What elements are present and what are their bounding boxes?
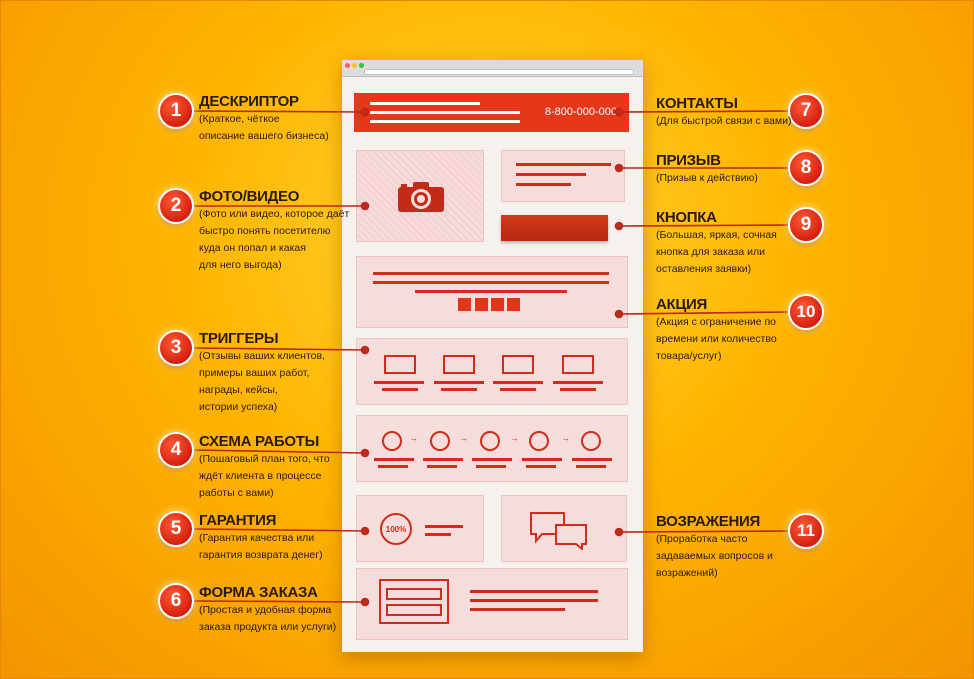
label-descriptor: ДЕСКРИПТОР (Краткое, чёткое описание ваш… xyxy=(199,93,329,144)
label-desc: работы с вами) xyxy=(199,487,274,499)
label-desc: (Гарантия качества или xyxy=(199,532,315,544)
address-bar xyxy=(364,69,634,75)
label-desc: истории успеха) xyxy=(199,401,278,413)
order-button-mock xyxy=(501,215,608,241)
label-desc: ждёт клиента в процессе xyxy=(199,470,322,482)
number-badge-9: 9 xyxy=(788,207,824,243)
label-desc: (Простая и удобная форма xyxy=(199,604,332,616)
label-title: ВОЗРАЖЕНИЯ xyxy=(656,513,760,530)
label-objections: ВОЗРАЖЕНИЯ (Проработка часто задаваемых … xyxy=(656,513,773,581)
label-title: ГАРАНТИЯ xyxy=(199,512,277,529)
camera-icon xyxy=(398,182,444,212)
minimize-dot-icon xyxy=(352,63,357,68)
label-desc: быстро понять посетителю xyxy=(199,225,331,237)
call-to-action-block xyxy=(501,150,625,202)
number-badge-2: 2 xyxy=(158,188,194,224)
close-dot-icon xyxy=(345,63,350,68)
number-badge-6: 6 xyxy=(158,583,194,619)
number-badge-5: 5 xyxy=(158,511,194,547)
label-desc: (Фото или видео, которое даёт xyxy=(199,208,350,220)
label-work-scheme: СХЕМА РАБОТЫ (Пошаговый план того, что ж… xyxy=(199,433,330,501)
label-desc: оставления заявки) xyxy=(656,263,752,275)
label-guarantee: ГАРАНТИЯ (Гарантия качества или гарантия… xyxy=(199,512,323,563)
label-contacts: КОНТАКТЫ (Для быстрой связи с вами) xyxy=(656,95,791,129)
label-desc: (Большая, яркая, сочная xyxy=(656,229,777,241)
label-title: ДЕСКРИПТОР xyxy=(199,93,299,110)
triggers-block xyxy=(356,338,628,405)
label-desc: описание вашего бизнеса) xyxy=(199,130,329,142)
label-desc: кнопка для заказа или xyxy=(656,246,765,258)
label-call-to-action: ПРИЗЫВ (Призыв к действию) xyxy=(656,152,758,186)
label-desc: возражений) xyxy=(656,567,718,579)
label-title: АКЦИЯ xyxy=(656,296,708,313)
label-title: ФОТО/ВИДЕО xyxy=(199,188,300,205)
number-badge-4: 4 xyxy=(158,432,194,468)
photo-block xyxy=(356,150,484,242)
chat-bubbles-icon xyxy=(530,512,587,550)
label-desc: (Акция с ограничение по xyxy=(656,316,777,328)
label-desc: времени или количество xyxy=(656,333,777,345)
label-desc: (Для быстрой связи с вами) xyxy=(656,115,792,127)
label-title: ПРИЗЫВ xyxy=(656,152,721,169)
label-desc: для него выгода) xyxy=(199,259,282,271)
order-form-icon xyxy=(379,579,449,624)
label-photo-video: ФОТО/ВИДЕО (Фото или видео, которое даёт… xyxy=(199,188,349,273)
number-badge-11: 11 xyxy=(788,513,824,549)
label-desc: примеры ваших работ, xyxy=(199,367,310,379)
label-title: КНОПКА xyxy=(656,209,717,226)
label-desc: гарантия возврата денег) xyxy=(199,549,323,561)
label-desc: (Пошаговый план того, что xyxy=(199,453,330,465)
number-badge-7: 7 xyxy=(788,93,824,129)
maximize-dot-icon xyxy=(359,63,364,68)
number-badge-10: 10 xyxy=(788,294,824,330)
label-triggers: ТРИГГЕРЫ (Отзывы ваших клиентов, примеры… xyxy=(199,330,325,415)
label-title: КОНТАКТЫ xyxy=(656,95,738,112)
label-title: ФОРМА ЗАКАЗА xyxy=(199,584,318,601)
label-desc: (Краткое, чёткое xyxy=(199,113,280,125)
number-badge-3: 3 xyxy=(158,330,194,366)
label-desc: задаваемых вопросов и xyxy=(656,550,773,562)
guarantee-badge: 100% xyxy=(380,513,412,545)
browser-toolbar xyxy=(342,60,643,77)
label-desc: заказа продукта или услуги) xyxy=(199,621,337,633)
label-order-form: ФОРМА ЗАКАЗА (Простая и удобная форма за… xyxy=(199,584,336,635)
label-button: КНОПКА (Большая, яркая, сочная кнопка дл… xyxy=(656,209,777,277)
guarantee-block xyxy=(356,495,484,562)
objections-block xyxy=(501,495,627,562)
number-badge-8: 8 xyxy=(788,150,824,186)
label-desc: награды, кейсы, xyxy=(199,384,278,396)
label-desc: (Призыв к действию) xyxy=(656,172,758,184)
label-title: ТРИГГЕРЫ xyxy=(199,330,279,347)
label-title: СХЕМА РАБОТЫ xyxy=(199,433,319,450)
label-desc: (Проработка часто xyxy=(656,533,748,545)
header-block: 8-800-000-000 xyxy=(354,93,629,132)
number-badge-1: 1 xyxy=(158,93,194,129)
header-phone: 8-800-000-000 xyxy=(544,106,617,118)
landing-page-mockup: 8-800-000-000 → → → → xyxy=(342,60,643,652)
label-desc: (Отзывы ваших клиентов, xyxy=(199,350,325,362)
label-promo: АКЦИЯ (Акция с ограничение по времени ил… xyxy=(656,296,777,364)
label-desc: куда он попал и какая xyxy=(199,242,306,254)
label-desc: товара/услуг) xyxy=(656,350,722,362)
